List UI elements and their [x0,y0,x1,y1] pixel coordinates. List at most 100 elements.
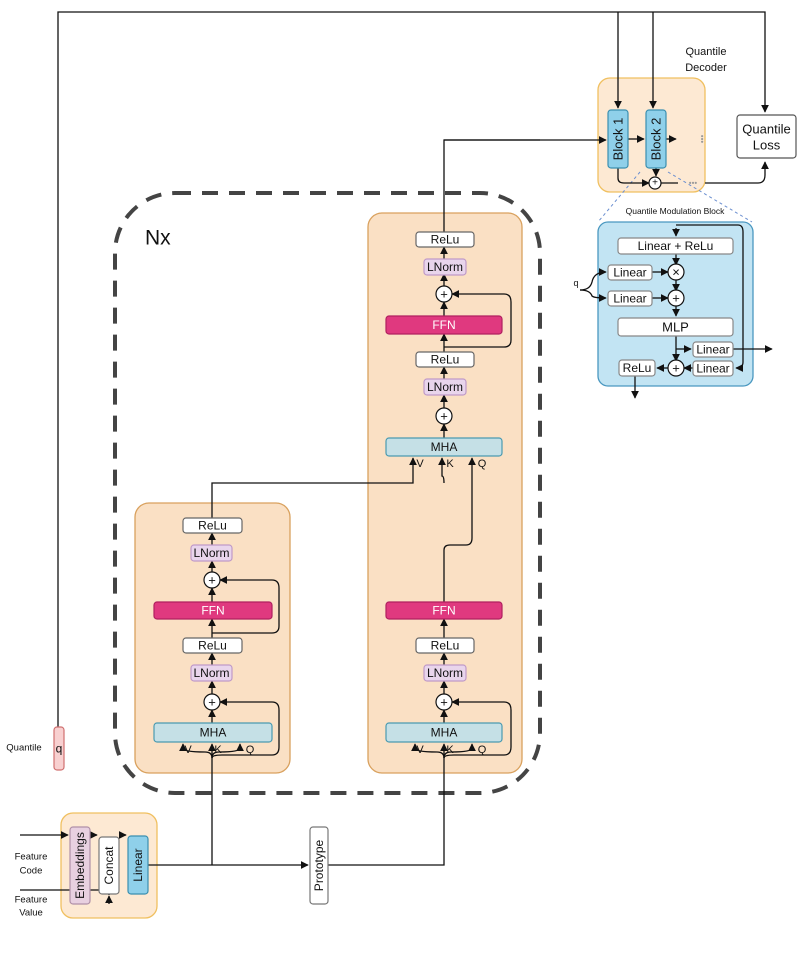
embeddings-box-label: Embeddings [73,832,87,899]
decoder-lnorm-3-label: LNorm [427,380,463,394]
input-linear-box-shape [127,835,149,895]
feature-code-label: Feature [15,852,48,863]
quantile-loss-box [736,114,797,159]
add-node-icon [435,407,453,425]
decoder-block-panel [367,212,523,774]
q-input-label: Q [478,744,487,756]
residual-linear-box [692,360,734,377]
decoder-ffn-1-label: FFN [432,604,455,618]
concat-box-shape [98,836,120,895]
residual-linear-box-label: Linear [696,362,729,376]
embeddings-box [69,826,91,905]
mlp-box [617,317,734,337]
decoder-self-mha-label: MHA [431,726,458,740]
encoder-mha [153,722,273,743]
encoder-relu-2-label: ReLu [198,519,227,533]
q-linear-shift-box-shape [607,290,653,307]
quantile-q-box-label: q [56,742,63,756]
feature-value-label: Value [19,908,43,919]
quantile-loss-label: Loss [753,138,781,153]
connector-arrow [443,457,476,602]
decoder-lnorm-4-shape [423,258,467,276]
encoder-relu-1-shape [182,637,243,654]
decoder-ffn-1 [385,601,503,620]
decoder-relu-3-label: ReLu [431,353,460,367]
connector-arrow [444,290,512,348]
encoder-relu-1-label: ReLu [198,639,227,653]
block-1 [607,109,629,169]
q-linear-scale-box [607,264,653,281]
decoder-cross-mha-label: MHA [431,440,458,454]
block-2-shape [645,109,667,169]
quantile-loss-label: Quantile [742,122,790,137]
connector-arrow [211,698,280,759]
add-node-icon [667,359,685,377]
mod-relu-box-label: ReLu [623,361,652,375]
decoder-self-mha [385,722,503,743]
v-input-label: V [184,744,192,756]
feature-value-label: Feature [15,895,48,906]
block-ellipsis: ••• [698,135,707,144]
k-input-label: K [214,744,222,756]
q-linear-scale-box-shape [607,264,653,281]
block-2-label: Block 2 [649,118,664,161]
prototype-box [309,826,329,905]
plus-symbol: + [208,573,216,588]
decoder-relu-1 [415,637,475,654]
encoder-relu-1 [182,637,243,654]
output-linear-box-label: Linear [696,343,729,357]
decoder-relu-1-shape [415,637,475,654]
add-node-icon [203,693,221,711]
mlp-box-shape [617,317,734,337]
connector-arrow [579,268,607,291]
output-linear-box [692,341,734,358]
connector-arrow [617,168,650,187]
q-input-label: Q [478,458,487,470]
quantile-decoder-title: Decoder [685,62,727,74]
quantile-decoder-title: Quantile [686,46,727,58]
quantile-q-box [53,726,65,771]
encoder-mha-shape [153,722,273,743]
k-input-label: K [446,458,454,470]
plus-symbol: + [440,409,448,424]
k-input-label: K [446,744,454,756]
input-linear-box [127,835,149,895]
sum-ellipsis: ••• [689,179,698,188]
encoder-lnorm-2-label: LNorm [193,546,229,560]
modulation-q-label: q [573,278,578,288]
quantile-label: Quantile [6,743,41,754]
plus-symbol: + [672,361,680,376]
decoder-relu-3-shape [415,351,475,368]
quantile-loss-box-shape [736,114,797,159]
linear-relu-box-label: Linear + ReLu [638,239,714,253]
add-node-icon [667,289,685,307]
decoder-relu-4-label: ReLu [431,233,460,247]
connector-arrow [443,698,512,759]
concat-box-label: Concat [102,846,116,885]
decoder-relu-4 [415,231,475,248]
add-node-icon [435,285,453,303]
encoder-relu-2-shape [182,517,243,534]
decoder-relu-1-label: ReLu [431,639,460,653]
plus-symbol: + [440,695,448,710]
decoder-ffn-1-shape [385,601,503,620]
plus-symbol: + [672,291,680,306]
decoder-ffn-2-shape [385,315,503,335]
linear-relu-box-shape [617,237,734,255]
v-input-label: V [416,744,424,756]
zoom-guide-line [597,171,641,223]
feature-code-label: Code [20,866,43,877]
multiply-node-icon [667,263,685,281]
prototype-box-label: Prototype [312,839,326,891]
decoder-lnorm-4 [423,258,467,276]
decoder-relu-3 [415,351,475,368]
mlp-box-label: MLP [662,320,689,335]
block-1-shape [607,109,629,169]
encoder-lnorm-1-shape [190,664,233,682]
block-2 [645,109,667,169]
q-linear-shift-box [607,290,653,307]
quantile-q-box-shape [53,726,65,771]
encoder-ffn-label: FFN [201,604,224,618]
encoder-lnorm-1 [190,664,233,682]
